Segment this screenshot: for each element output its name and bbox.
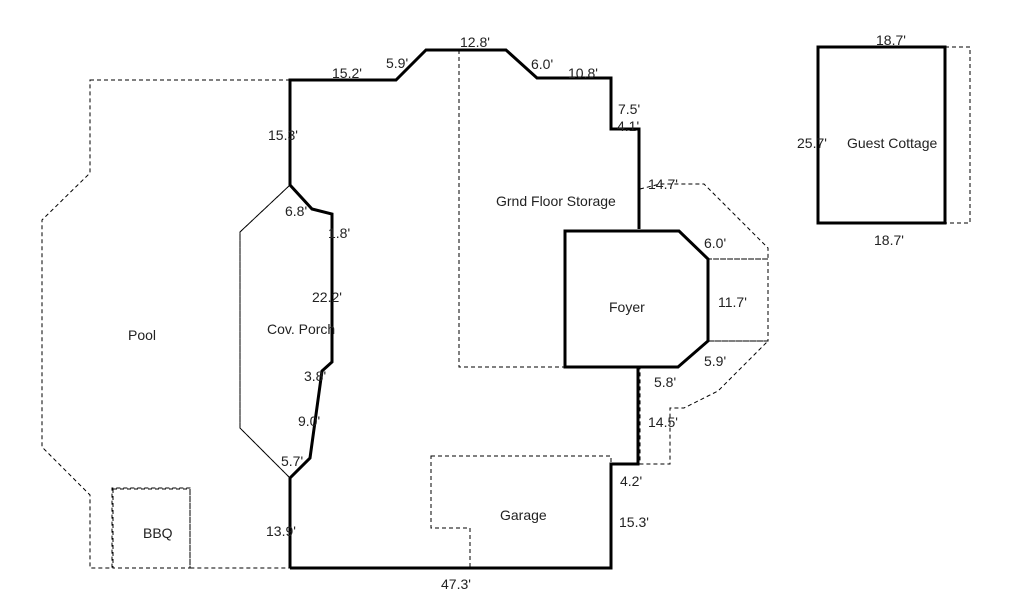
dimension-10-8: 10.8' xyxy=(568,65,598,81)
dimension-18-7-top: 18.7' xyxy=(876,32,906,48)
pool-area xyxy=(41,79,291,569)
pool-label: Pool xyxy=(128,327,156,343)
dimension-4-1: 4.1' xyxy=(617,118,639,134)
dimension-6-0-top: 6.0' xyxy=(531,56,553,72)
dimension-14-5: 14.5' xyxy=(648,414,678,430)
dimension-22-2: 22.2' xyxy=(312,289,342,305)
foyer-label: Foyer xyxy=(609,299,645,315)
guest-cottage-label: Guest Cottage xyxy=(847,135,937,151)
guest-cottage-outline xyxy=(816,45,947,225)
house-outline xyxy=(288,48,641,568)
bbq-label: BBQ xyxy=(143,525,173,541)
dimension-12-8: 12.8' xyxy=(460,34,490,50)
dimension-6-0-foyer: 6.0' xyxy=(704,235,726,251)
dimension-18-7-bottom: 18.7' xyxy=(874,232,904,248)
dimension-5-7: 5.7' xyxy=(281,453,303,469)
dimension-7-5: 7.5' xyxy=(618,101,640,117)
dimension-15-3-garage: 15.3' xyxy=(619,514,649,530)
storage-outline xyxy=(458,50,565,368)
garage-outline xyxy=(430,455,612,569)
dimension-47-3: 47.3' xyxy=(441,576,471,592)
dimension-5-9-foyer: 5.9' xyxy=(704,353,726,369)
dimension-25-7: 25.7' xyxy=(797,135,827,151)
dimension-3-8: 3.8' xyxy=(304,368,326,384)
dimension-5-8: 5.8' xyxy=(654,374,676,390)
storage-label: Grnd Floor Storage xyxy=(496,193,616,209)
house-outline-lower xyxy=(290,367,640,570)
deck-hatch-bottom xyxy=(639,340,770,465)
dimension-9-0: 9.0' xyxy=(298,413,320,429)
dimension-4-2: 4.2' xyxy=(620,473,642,489)
garage-label: Garage xyxy=(500,507,547,523)
dimension-15-3-left: 15.3' xyxy=(268,127,298,143)
dimension-6-8: 6.8' xyxy=(285,203,307,219)
dimension-15-2: 15.2' xyxy=(332,65,362,81)
dimension-14-7: 14.7' xyxy=(648,176,678,192)
porch-label: Cov. Porch xyxy=(267,321,335,337)
dimension-11-7: 11.7' xyxy=(718,294,747,310)
dimension-5-9-top: 5.9' xyxy=(386,55,408,71)
guest-cottage-extension xyxy=(945,46,971,224)
dimension-1-8: 1.8' xyxy=(328,225,350,241)
bbq-area xyxy=(112,488,191,569)
dimension-13-9: 13.9' xyxy=(266,523,296,539)
deck-hatch-top xyxy=(639,183,769,260)
